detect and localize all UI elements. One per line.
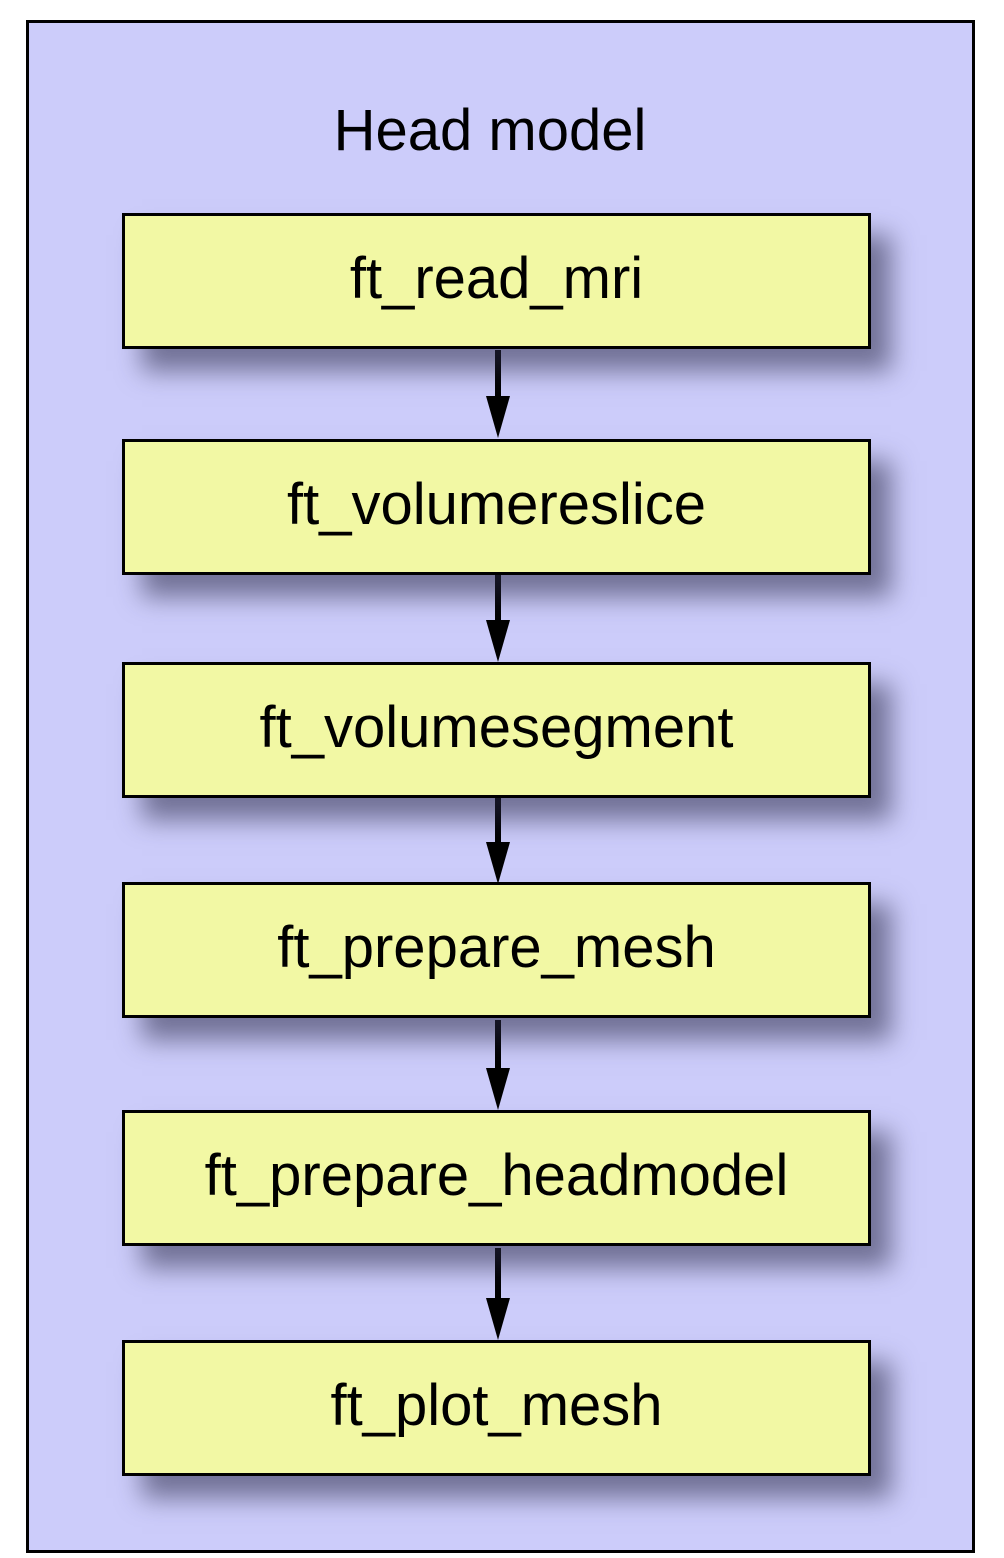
- node-label: ft_read_mri: [349, 245, 644, 311]
- node-label: ft_prepare_mesh: [277, 914, 716, 980]
- node-label: ft_prepare_headmodel: [204, 1142, 789, 1208]
- node-ft-plot-mesh: ft_plot_mesh: [122, 1340, 871, 1476]
- node-label: ft_plot_mesh: [330, 1372, 663, 1438]
- node-ft-volumereslice: ft_volumereslice: [122, 439, 871, 575]
- node-ft-volumesegment: ft_volumesegment: [122, 662, 871, 798]
- node-ft-prepare-mesh: ft_prepare_mesh: [122, 882, 871, 1018]
- node-label: ft_volumesegment: [259, 694, 734, 760]
- node-ft-read-mri: ft_read_mri: [122, 213, 871, 349]
- node-ft-prepare-headmodel: ft_prepare_headmodel: [122, 1110, 871, 1246]
- node-label: ft_volumereslice: [286, 471, 707, 537]
- diagram-title: Head model: [333, 98, 647, 163]
